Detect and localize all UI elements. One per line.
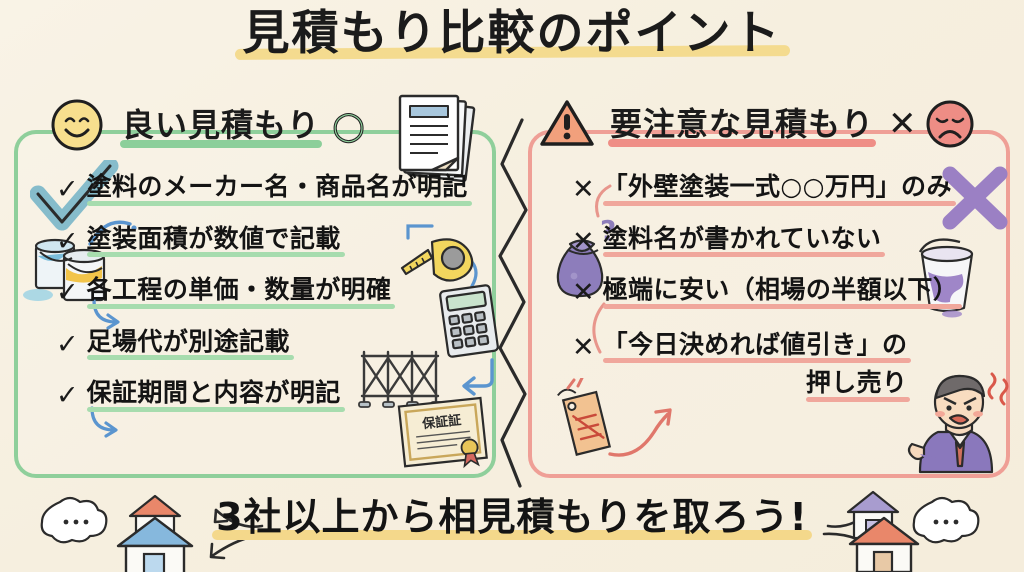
check-bullet-icon: ✓ [56,380,79,411]
list-item: ✕ 塗料名が書かれていない [572,224,1002,259]
item-text: 「外壁塗装一式○○万円」のみ [602,172,952,201]
item-text: 極端に安い（相場の半額以下） [602,275,959,304]
list-item: ✓ 足場代が別途記載 [56,327,486,362]
list-item: ✕ 「今日決めれば値引き」の 押し売り [572,330,1002,403]
list-item: ✓ 保証期間と内容が明記 [56,378,486,413]
check-bullet-icon: ✓ [56,328,79,360]
warning-items-list: ✕ 「外壁塗装一式○○万円」のみ ✕ 塗料名が書かれていない ✕ 極端に安い（相… [572,172,1002,420]
house-blue-left-icon [116,516,194,572]
house-orange-right-icon [848,516,920,572]
page-title-text: 見積もり比較のポイント [242,6,782,61]
item-underline [86,303,396,309]
item-underline [602,252,886,257]
jagged-divider [498,118,528,488]
calculator-icon [439,284,499,358]
certificate-label: 保証証 [421,412,462,432]
list-item: ✓ 塗装面積が数値で記載 [56,224,486,259]
footer-text: 3社以上から相見積もりを取ろう! [216,495,808,539]
item-underline-line2 [805,396,911,402]
good-items-list: ✓ 塗料のメーカー名・商品名が明記 ✓ 塗装面積が数値で記載 ✓ 各工程の単価・… [56,172,486,430]
item-underline [86,252,345,257]
certificate-icon: 保証証 [397,396,488,469]
check-bullet-icon: ✓ [56,174,79,205]
pink-arc-accent2-icon [592,302,606,354]
item-text: 足場代が別途記載 [86,326,290,356]
price-tag-icon [557,378,612,456]
cross-bullet-icon: ✕ [572,225,595,257]
pink-arc-accent-icon [595,184,612,218]
item-text: 塗装面積が数値で記載 [86,223,341,253]
footer-highlight-bar [212,530,812,540]
item-text: 各工程の単価・数量が明確 [86,275,392,304]
check-bullet-icon: ✓ [56,277,79,308]
item-underline [86,200,472,206]
item-underline [602,358,912,363]
item-underline [602,303,963,309]
item-text: 塗料のメーカー名・商品名が明記 [86,172,468,201]
curved-arrow-icon [608,408,672,457]
big-checkmark-icon [30,160,119,231]
tape-measure-icon [400,224,478,288]
big-x-icon [942,166,1008,230]
svg-text:?: ? [600,214,616,247]
item-underline [86,406,345,412]
blue-return-arrow-icon [462,358,494,396]
item-text: 保証期間と内容が明記 [86,378,341,407]
item-text-line2: 押し売り [805,368,908,397]
list-item: ✓ 各工程の単価・数量が明確 [56,275,486,310]
list-item: ✕ 極端に安い（相場の半額以下） [572,275,1002,310]
good-header-text: 良い見積もり [122,106,321,144]
blue-arc-accent-icon [88,220,137,246]
list-item: ✓ 塗料のメーカー名・商品名が明記 [56,172,486,207]
item-text: 「今日決めれば値引き」の [602,329,908,359]
page-title: 見積もり比較のポイント [0,8,1024,62]
cross-bullet-icon: ✕ [572,174,595,205]
good-panel-header: 良い見積もり ○ [48,96,366,154]
sad-face-icon [926,100,974,148]
list-item: ✕ 「外壁塗装一式○○万円」のみ [572,172,1002,207]
circle-mark-icon: ○ [332,103,366,148]
documents-stack-icon [398,94,476,183]
warning-panel-header: 要注意な見積もり ✕ [538,96,977,152]
cross-bullet-icon: ✕ [572,331,595,363]
warning-header-text: 要注意な見積もり [610,105,875,143]
warning-triangle-icon [540,100,594,146]
item-text: 塗料名が書かれていない [602,223,882,253]
arrow-left-upper-icon [213,508,264,528]
item-underline [86,355,294,360]
footer-callout: 3社以上から相見積もりを取ろう! [0,486,1024,545]
question-mark-icon: ? [600,214,616,247]
thought-bubble-right-icon [912,496,980,544]
check-bullet-icon: ✓ [56,225,79,257]
money-bag-icon [556,239,604,298]
paint-cans-icon [23,238,106,302]
warning-header-underline [608,139,877,147]
smiley-face-icon [51,99,103,151]
cross-bullet-icon: ✕ [572,277,595,308]
cross-mark-icon: ✕ [888,104,917,144]
paint-bucket-icon [918,238,974,318]
thought-bubble-left-icon [40,496,108,544]
good-header-underline [120,140,323,148]
angry-salesman-icon [907,372,1009,474]
blue-arrow-item3-icon [92,298,120,330]
item-underline [602,200,956,206]
